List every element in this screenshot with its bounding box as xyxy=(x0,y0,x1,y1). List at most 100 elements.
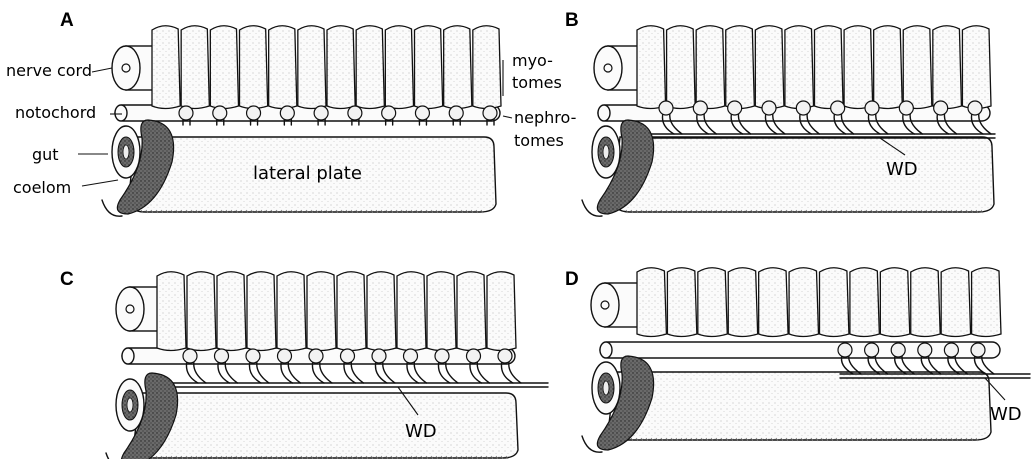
gut-inner xyxy=(603,145,609,159)
gut-inner xyxy=(603,381,609,395)
panel-letter-c: C xyxy=(60,269,74,290)
myotome xyxy=(356,26,384,109)
nephric-tubule xyxy=(509,361,521,383)
nephrotome xyxy=(934,101,948,115)
gut-inner xyxy=(123,145,129,159)
nephrotome xyxy=(314,106,328,120)
nephrotome xyxy=(971,343,985,357)
nephrotome xyxy=(309,349,323,363)
label-nephrotomes-2: tomes xyxy=(514,131,564,150)
myotome xyxy=(667,26,696,109)
nephrotome xyxy=(659,101,673,115)
myotome xyxy=(972,268,1001,337)
label-wd-b: WD xyxy=(886,159,918,180)
lateral-plate xyxy=(609,372,991,440)
myotome xyxy=(427,272,456,351)
nephrotome xyxy=(467,349,481,363)
label-nephrotomes-1: nephro- xyxy=(514,108,576,127)
nephrotome xyxy=(865,101,879,115)
nephrotome xyxy=(899,101,913,115)
gut-inner xyxy=(127,398,133,412)
myotome xyxy=(473,26,501,109)
myotome xyxy=(385,26,413,109)
myotome xyxy=(728,268,757,337)
label-nerve-cord: nerve cord xyxy=(6,61,92,80)
nerve-cord-end xyxy=(594,46,622,90)
lateral-plate xyxy=(134,393,518,458)
nephrotome xyxy=(838,343,852,357)
myotome xyxy=(269,26,297,109)
myotome xyxy=(444,26,472,109)
myotome xyxy=(487,272,516,351)
nephrotome xyxy=(348,106,362,120)
myotome xyxy=(415,26,443,109)
notochord-end xyxy=(115,105,127,121)
nephrotome xyxy=(944,343,958,357)
nephrotome xyxy=(382,106,396,120)
nephrotome xyxy=(435,349,449,363)
myotome xyxy=(307,272,336,351)
myotome xyxy=(367,272,396,351)
nephrotome xyxy=(215,349,229,363)
label-wd-d: WD xyxy=(990,404,1022,425)
nephrotome xyxy=(246,349,260,363)
nephrotome xyxy=(404,349,418,363)
nephrotome xyxy=(372,349,386,363)
notochord-end xyxy=(122,348,134,364)
panel-c xyxy=(106,272,548,459)
myotome xyxy=(210,26,238,109)
nephrotome xyxy=(968,101,982,115)
nerve-cord-end xyxy=(112,46,140,90)
myotome xyxy=(698,268,727,337)
nephrotome xyxy=(865,343,879,357)
myotome xyxy=(152,26,180,109)
myotome xyxy=(785,26,814,109)
myotome xyxy=(726,26,755,109)
myotome xyxy=(880,268,909,337)
nephrotome xyxy=(728,101,742,115)
myotome xyxy=(247,272,276,351)
notochord xyxy=(600,342,1000,358)
nephrotome xyxy=(183,349,197,363)
myotome xyxy=(696,26,725,109)
nephrotome xyxy=(693,101,707,115)
myotome xyxy=(911,268,940,337)
myotome xyxy=(157,272,186,351)
nephrotome xyxy=(796,101,810,115)
nephrotome xyxy=(891,343,905,357)
label-coelom: coelom xyxy=(13,178,71,197)
myotome xyxy=(850,268,879,337)
myotome xyxy=(457,272,486,351)
label-notochord: notochord xyxy=(15,103,96,122)
myotome xyxy=(397,272,426,351)
nerve-cord-end xyxy=(116,287,144,331)
nephrotome xyxy=(498,349,512,363)
myotome xyxy=(667,268,696,337)
lateral-plate xyxy=(614,137,994,212)
label-leader-line xyxy=(92,68,112,72)
nephrotome xyxy=(280,106,294,120)
nephrotome xyxy=(762,101,776,115)
notochord-end xyxy=(600,342,612,358)
myotome xyxy=(637,268,666,337)
nephrotome xyxy=(831,101,845,115)
notochord-end xyxy=(598,105,610,121)
myotome xyxy=(298,26,326,109)
label-leader-line xyxy=(82,180,118,186)
panel-d xyxy=(582,268,1030,452)
nephrotome xyxy=(918,343,932,357)
nephrotome xyxy=(483,106,497,120)
label-wd-c: WD xyxy=(405,421,437,442)
myotome xyxy=(181,26,209,109)
myotome xyxy=(637,26,666,109)
label-leader-line xyxy=(503,116,512,118)
myotome xyxy=(277,272,306,351)
myotome xyxy=(337,272,366,351)
nephrotome xyxy=(213,106,227,120)
myotome xyxy=(217,272,246,351)
myotome xyxy=(941,268,970,337)
nephrotome xyxy=(179,106,193,120)
nerve-cord-end xyxy=(591,283,619,327)
myotome xyxy=(327,26,355,109)
panel-a xyxy=(78,26,512,216)
